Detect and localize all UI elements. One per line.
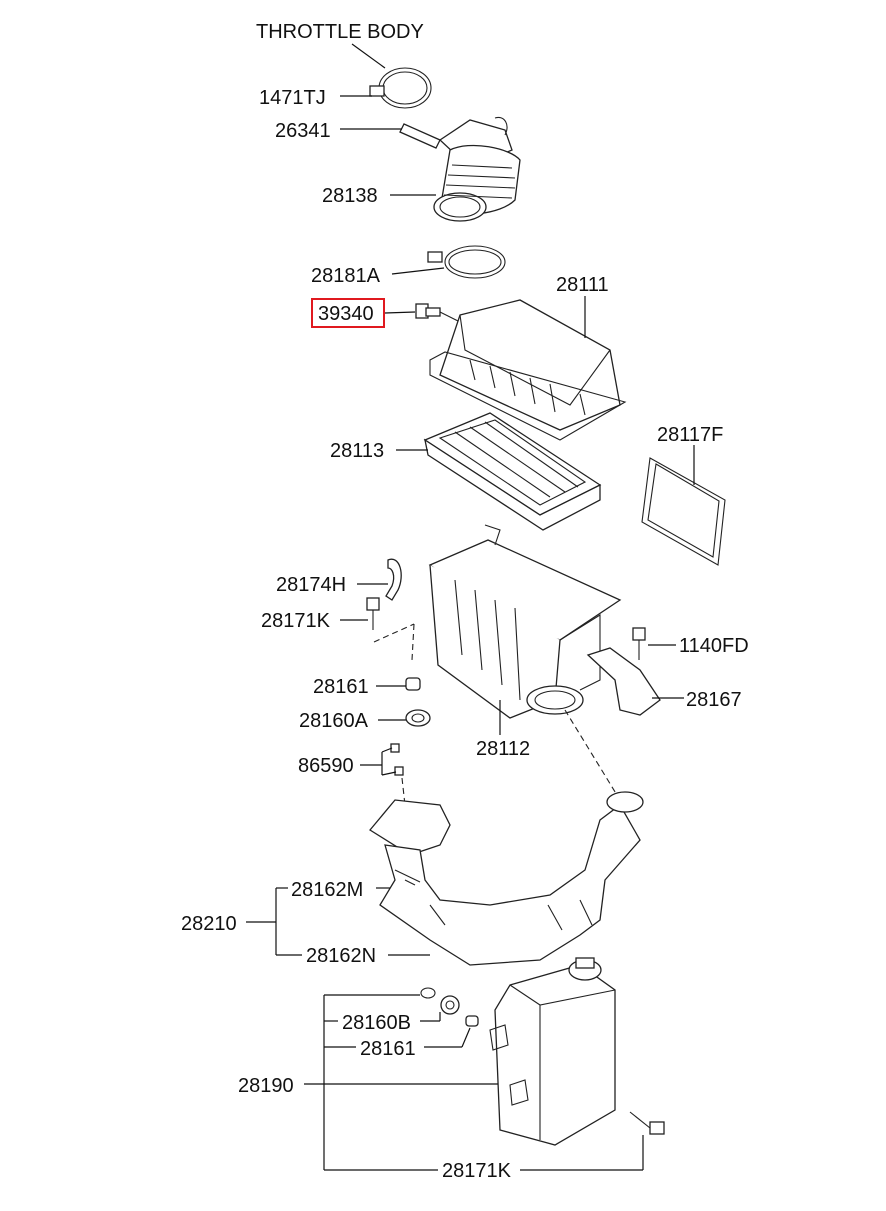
grommet-28161-top-drawing [405,677,421,691]
assembly-dashed-line-body [373,623,415,661]
leader-lines [246,43,695,1171]
grommet-28161-bottom-drawing [465,1015,479,1027]
sensor-39340-drawing [415,303,461,323]
label-28167[interactable]: 28167 [686,689,742,711]
label-86590[interactable]: 86590 [298,755,354,777]
bolt-28171K-bottom-drawing [629,1111,665,1135]
label-28162N[interactable]: 28162N [306,945,376,967]
pin-26341-drawing [399,123,441,149]
gasket-28117F-drawing [641,457,726,566]
label-39340[interactable]: 39340 [318,303,374,325]
label-28210[interactable]: 28210 [181,913,237,935]
clamp-1471TJ-drawing [369,67,432,109]
body-28112-drawing [428,524,622,719]
bolt-28171K-top-drawing [366,597,380,630]
highlight-box-39340[interactable] [311,298,385,328]
label-28171K-top[interactable]: 28171K [261,610,331,632]
clamp-28181A-drawing [427,245,506,279]
resonator-28190-drawing [489,957,616,1146]
hose-28138-drawing [433,116,521,222]
label-28162M[interactable]: 28162M [291,879,363,901]
duct-28210-drawing [369,791,644,966]
cover-28111-drawing [429,299,627,441]
label-28161-top[interactable]: 28161 [313,676,369,698]
clip-28174H-drawing [385,558,402,601]
label-1140FD[interactable]: 1140FD [679,635,749,657]
screws-86590-drawing [390,743,404,776]
label-28138[interactable]: 28138 [322,185,378,207]
filter-28113-drawing [423,412,602,531]
label-28160B[interactable]: 28160B [342,1012,411,1034]
label-28171K-bottom[interactable]: 28171K [442,1160,512,1182]
label-28190[interactable]: 28190 [238,1075,294,1097]
bolt-1140FD-drawing [632,627,646,660]
washer-28160B-drawing [420,987,460,1015]
label-28181A[interactable]: 28181A [311,265,381,287]
label-throttle-body: THROTTLE BODY [256,21,424,43]
label-28160A[interactable]: 28160A [299,710,369,732]
assembly-dashed-line-duct [564,709,621,801]
label-28112[interactable]: 28112 [476,738,530,760]
label-1471TJ[interactable]: 1471TJ [259,87,326,109]
bracket-28167-drawing [586,647,661,716]
label-28161-bottom[interactable]: 28161 [360,1038,416,1060]
label-28117F[interactable]: 28117F [657,424,723,446]
label-26341[interactable]: 26341 [275,120,331,142]
insulator-28160A-drawing [405,709,431,727]
label-28113[interactable]: 28113 [330,440,384,462]
label-28174H[interactable]: 28174H [276,574,346,596]
label-28111[interactable]: 28111 [556,274,609,296]
